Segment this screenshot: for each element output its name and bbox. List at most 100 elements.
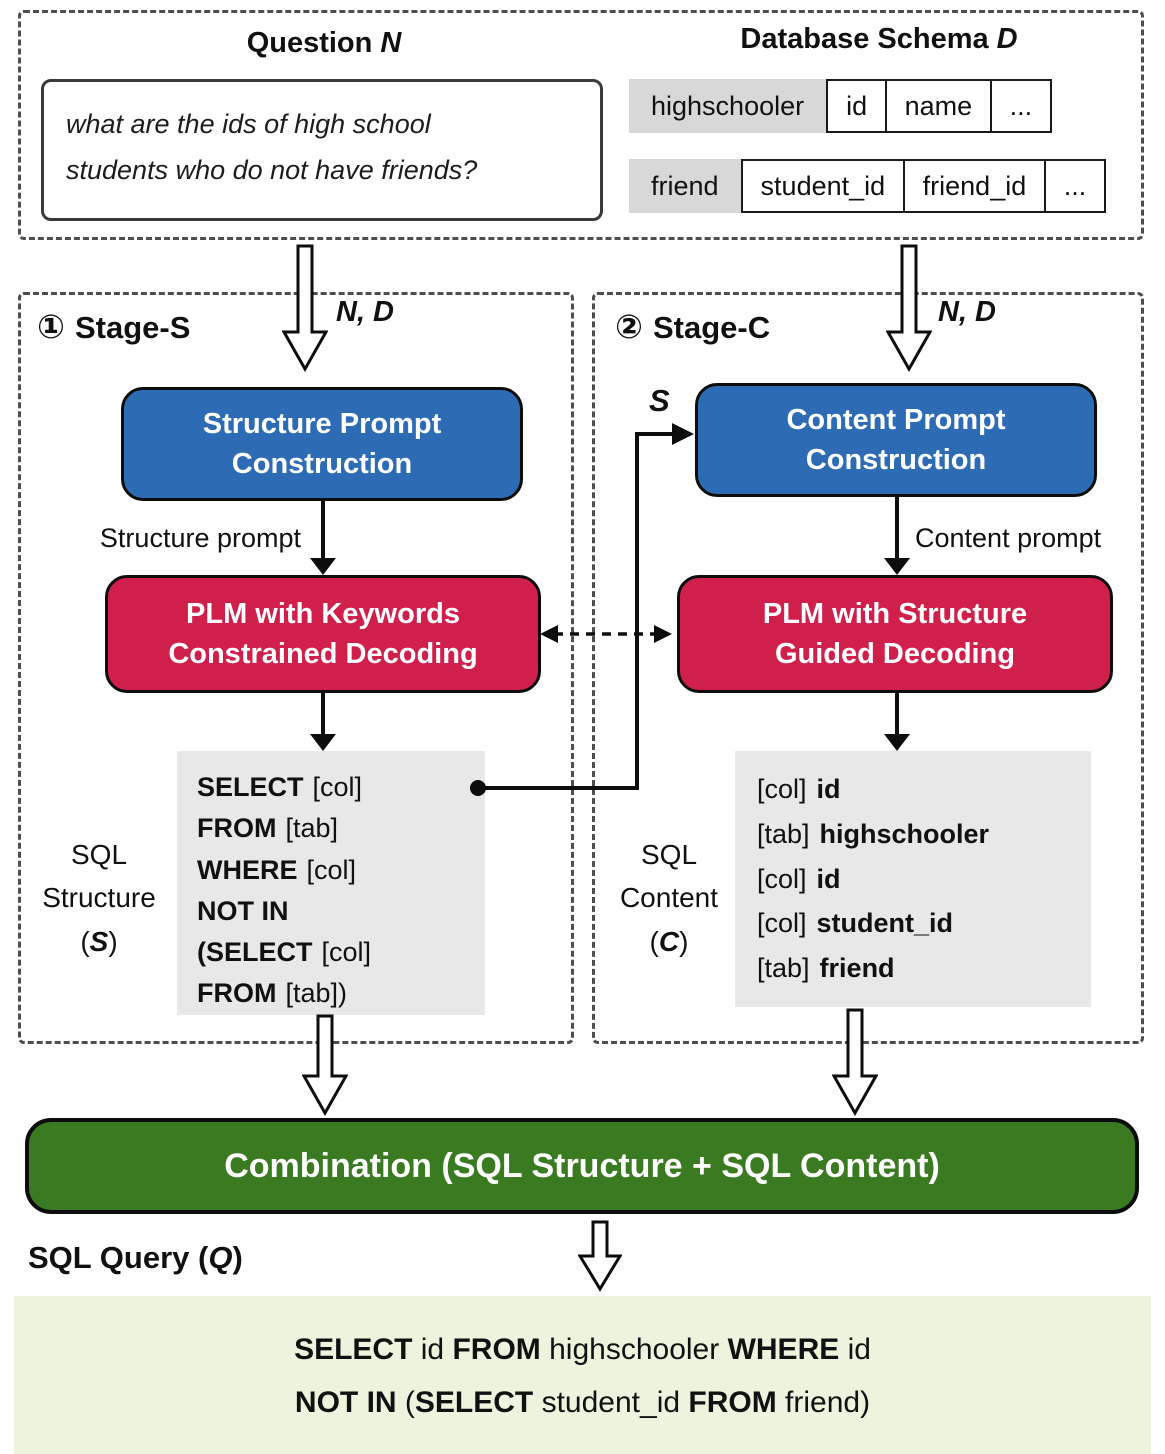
schema-var: D [996,23,1018,55]
box-line: Construction [231,448,413,480]
slot-tag: [tab] [757,953,810,984]
sql-keyword: FROM [452,1333,541,1366]
sql-keyword: FROM [197,978,277,1009]
combination-box: Combination (SQL Structure + SQL Content… [25,1118,1139,1214]
stage-c-panel: ② Stage-C S Content Prompt Construction C… [592,292,1144,1044]
caption-var: S [89,925,109,957]
schema-table-highschooler: highschooler id name ... [629,79,1053,133]
sql-placeholder: [col] [321,937,372,968]
caption-line: SQL [640,839,698,870]
sql-content-caption: SQL Content (C) [595,833,743,963]
slot-value: id [816,863,841,894]
arrow-shaft [895,693,899,734]
slot-tag: [col] [757,908,807,939]
sql-content-line: [tab]highschooler [757,812,1091,857]
box-line: Content Prompt [786,403,1006,436]
caption-var: Q [208,1240,233,1275]
caption-text: SQL Query ( [28,1240,209,1275]
structure-prompt-label: Structure prompt [99,523,301,553]
sql-content-box: [col] id [tab]highschooler [col] id [col]s… [735,751,1091,1007]
sql-content-line: [col]student_id [757,901,1091,946]
sql-text: friend) [776,1385,871,1419]
sql-content-line: [col] id [757,857,1091,902]
arrow-shaft [321,693,325,734]
question-var: N [380,27,402,59]
arrow-to-sql-structure [310,693,336,751]
arrow-structure-prompt [310,501,336,575]
flow-arrow-content-to-combination [832,1008,878,1116]
column-cell: name [884,79,993,133]
arrow-head [884,734,910,751]
column-cell: id [826,79,888,133]
slot-value: friend [819,953,895,984]
sql-placeholder: [col] [306,854,357,885]
sql-structure-box: SELECT[col] FROM[tab] WHERE[col] NOT IN … [177,751,485,1015]
stage-s-input-label: N, D [336,296,394,328]
arrow-head [884,558,910,575]
arrow-to-sql-content [884,693,910,751]
structure-input-label: S [649,383,670,418]
sql-text: ( [396,1385,415,1419]
arrow-shaft [321,501,325,558]
sql-keyword: WHERE [727,1333,840,1366]
box-line: Constrained Decoding [168,638,478,670]
combination-label: Combination (SQL Structure + SQL Content… [224,1146,940,1185]
arrow-head [310,558,336,575]
sql-query-line: SELECT id FROM highschooler WHERE id [14,1324,1151,1377]
column-cell: ... [989,79,1053,133]
schema-table-friend: friend student_id friend_id ... [629,159,1107,213]
content-prompt-construction-box: Content Prompt Construction [695,383,1097,497]
stage-c-badge: ② [615,308,643,345]
stage-c-title-text: Stage-C [652,310,771,345]
sql-keyword: SELECT [414,1385,534,1419]
box-line: PLM with Structure [762,597,1028,630]
sql-keyword: SELECT [197,772,304,802]
sql-structure-line: (SELECT [col] [197,932,485,973]
paren: ( [649,925,659,957]
slot-tag: [col] [757,863,807,894]
box-line: PLM with Keywords [186,597,460,630]
sql-keyword: SELECT [294,1333,413,1366]
question-line: students who do not have friends? [66,154,478,185]
paren: ( [80,925,90,957]
sql-keyword: FROM [688,1385,777,1419]
caption-line: (S) [21,920,177,963]
question-line: what are the ids of high school [66,109,431,139]
sql-text: highschooler [540,1333,728,1366]
caption-line: (C) [595,920,743,963]
sql-structure-line: FROM [tab] [197,808,485,849]
question-title-text: Question [246,27,373,59]
flow-arrow-to-stage-s [282,244,328,372]
structure-prompt-construction-box: Structure Prompt Construction [121,387,523,501]
sql-structure-line: SELECT [col] [197,767,485,808]
question-box: what are the ids of high school students… [41,79,603,221]
sql-placeholder: [col] [312,772,363,802]
sql-structure-caption: SQL Structure (S) [21,833,177,963]
flow-arrow-structure-to-combination [302,1014,348,1116]
slot-tag: [col] [757,774,807,804]
sql-keyword: (SELECT [197,937,313,968]
table-name-cell: highschooler [629,79,827,133]
plm-interaction-dashed-arrow [540,625,672,643]
stage-c-input-label: N, D [938,296,996,328]
column-cell: student_id [740,159,906,213]
schema-title-text: Database Schema [740,23,989,55]
sql-query-caption: SQL Query (Q) [28,1240,243,1276]
sql-keyword: FROM [197,813,277,844]
arrow-content-prompt [884,497,910,575]
sql-structure-line: FROM[tab]) [197,973,485,1014]
table-name-cell: friend [629,159,741,213]
arrow-shaft [895,497,899,558]
box-line: Construction [805,444,987,476]
slot-value: id [816,774,841,804]
column-cell: friend_id [902,159,1047,213]
sql-content-line: [col] id [757,767,1091,812]
structure-to-content-connector [470,423,694,796]
arrow-head [310,734,336,751]
sql-placeholder: [tab] [285,813,339,844]
sql-text: id [412,1333,453,1366]
